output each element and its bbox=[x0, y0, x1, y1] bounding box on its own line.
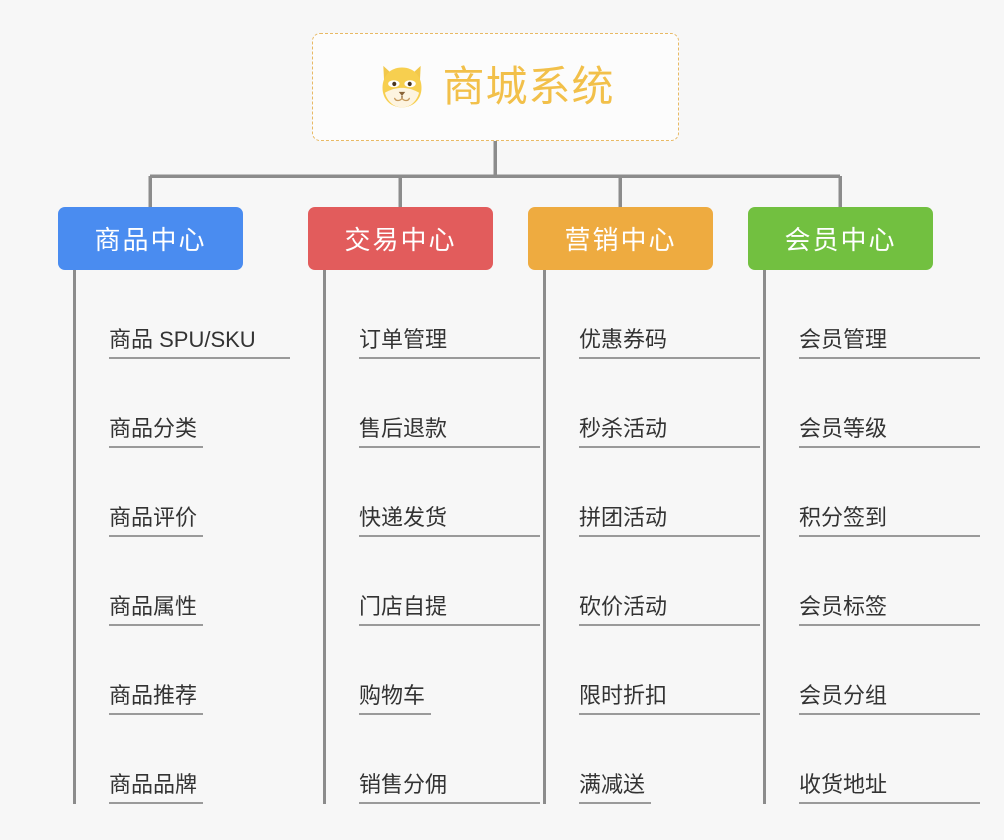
leaf-item[interactable]: 商品 SPU/SKU bbox=[76, 270, 290, 359]
branch-body-member: 会员管理 会员等级 积分签到 会员标签 会员分组 收货地址 bbox=[763, 270, 980, 804]
leaf-item[interactable]: 订单管理 bbox=[326, 270, 540, 359]
root-node-shop-system[interactable]: 商城系统 bbox=[312, 33, 679, 141]
branch-body-trade: 订单管理 售后退款 快递发货 门店自提 购物车 销售分佣 bbox=[323, 270, 540, 804]
leaf-item[interactable]: 会员管理 bbox=[766, 270, 980, 359]
leaf-item[interactable]: 满减送 bbox=[546, 715, 713, 804]
leaf-item-label: 购物车 bbox=[359, 683, 432, 715]
leaf-item[interactable]: 限时折扣 bbox=[546, 626, 760, 715]
leaf-item-label: 商品属性 bbox=[109, 594, 204, 626]
branch-header-label: 交易中心 bbox=[344, 225, 457, 255]
leaf-item[interactable]: 收货地址 bbox=[766, 715, 980, 804]
root-node-title: 商城系统 bbox=[442, 63, 615, 110]
leaf-item-label: 满减送 bbox=[579, 772, 652, 804]
shiba-dog-face-icon bbox=[382, 65, 422, 108]
leaf-item-label: 会员等级 bbox=[799, 416, 980, 448]
leaf-item-label: 快递发货 bbox=[359, 505, 540, 537]
leaf-item[interactable]: 商品评价 bbox=[76, 448, 243, 537]
leaf-item[interactable]: 门店自提 bbox=[326, 537, 540, 626]
leaf-item[interactable]: 优惠券码 bbox=[546, 270, 760, 359]
leaf-item[interactable]: 会员标签 bbox=[766, 537, 980, 626]
leaf-item-label: 商品评价 bbox=[109, 505, 204, 537]
leaf-item[interactable]: 商品分类 bbox=[76, 359, 243, 448]
branch-header-label: 营销中心 bbox=[564, 225, 677, 255]
leaf-item-label: 会员标签 bbox=[799, 594, 980, 626]
leaf-item[interactable]: 拼团活动 bbox=[546, 448, 760, 537]
branch-body-product: 商品 SPU/SKU 商品分类 商品评价 商品属性 商品推荐 商品品牌 bbox=[73, 270, 290, 804]
leaf-item[interactable]: 销售分佣 bbox=[326, 715, 540, 804]
leaf-item[interactable]: 积分签到 bbox=[766, 448, 980, 537]
branch-column-member: 会员中心 会员管理 会员等级 积分签到 会员标签 会员分组 收货地址 bbox=[748, 207, 980, 804]
branch-header-trade[interactable]: 交易中心 bbox=[308, 207, 493, 270]
leaf-item[interactable]: 砍价活动 bbox=[546, 537, 760, 626]
branch-header-marketing[interactable]: 营销中心 bbox=[528, 207, 713, 270]
leaf-item-label: 优惠券码 bbox=[579, 327, 760, 359]
leaf-item[interactable]: 会员分组 bbox=[766, 626, 980, 715]
leaf-item-label: 订单管理 bbox=[359, 327, 540, 359]
leaf-item[interactable]: 购物车 bbox=[326, 626, 493, 715]
branch-column-product: 商品中心 商品 SPU/SKU 商品分类 商品评价 商品属性 商品推荐 商品品牌 bbox=[58, 207, 290, 804]
leaf-item[interactable]: 商品属性 bbox=[76, 537, 243, 626]
branch-header-member[interactable]: 会员中心 bbox=[748, 207, 933, 270]
branch-header-label: 商品中心 bbox=[94, 225, 207, 255]
leaf-item[interactable]: 快递发货 bbox=[326, 448, 540, 537]
leaf-item-label: 收货地址 bbox=[799, 772, 980, 804]
leaf-item-label: 门店自提 bbox=[359, 594, 540, 626]
branch-body-marketing: 优惠券码 秒杀活动 拼团活动 砍价活动 限时折扣 满减送 bbox=[543, 270, 760, 804]
branch-header-product[interactable]: 商品中心 bbox=[58, 207, 243, 270]
leaf-item-label: 会员管理 bbox=[799, 327, 980, 359]
leaf-item-label: 砍价活动 bbox=[579, 594, 760, 626]
leaf-item[interactable]: 会员等级 bbox=[766, 359, 980, 448]
leaf-item-label: 拼团活动 bbox=[579, 505, 760, 537]
leaf-item-label: 商品推荐 bbox=[109, 683, 204, 715]
leaf-item-label: 商品 SPU/SKU bbox=[109, 327, 290, 359]
branch-header-label: 会员中心 bbox=[784, 225, 897, 255]
leaf-item-label: 商品品牌 bbox=[109, 772, 204, 804]
leaf-item[interactable]: 售后退款 bbox=[326, 359, 540, 448]
leaf-item-label: 限时折扣 bbox=[579, 683, 760, 715]
leaf-item[interactable]: 商品推荐 bbox=[76, 626, 243, 715]
leaf-item[interactable]: 秒杀活动 bbox=[546, 359, 760, 448]
leaf-item-label: 秒杀活动 bbox=[579, 416, 760, 448]
leaf-item-label: 积分签到 bbox=[799, 505, 980, 537]
leaf-item-label: 商品分类 bbox=[109, 416, 204, 448]
leaf-item-label: 售后退款 bbox=[359, 416, 540, 448]
leaf-item-label: 会员分组 bbox=[799, 683, 980, 715]
branch-column-trade: 交易中心 订单管理 售后退款 快递发货 门店自提 购物车 销售分佣 bbox=[308, 207, 540, 804]
leaf-item[interactable]: 商品品牌 bbox=[76, 715, 243, 804]
branch-column-marketing: 营销中心 优惠券码 秒杀活动 拼团活动 砍价活动 限时折扣 满减送 bbox=[528, 207, 760, 804]
leaf-item-label: 销售分佣 bbox=[359, 772, 540, 804]
